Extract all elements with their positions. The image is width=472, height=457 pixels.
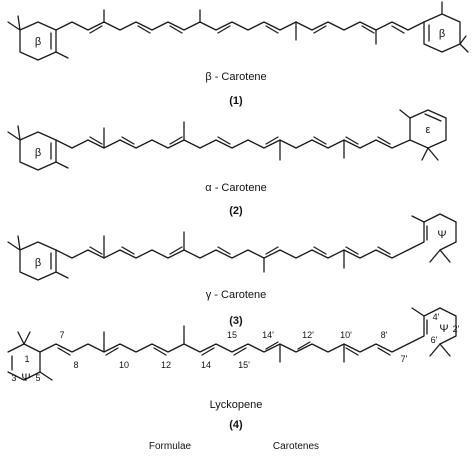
lycopene-atom-10-prime: 10': [340, 330, 352, 340]
lycopene-atom-4-prime: 4': [433, 312, 440, 322]
lycopene-atom-2-prime: 2': [453, 324, 460, 334]
gamma-carotene-number: (3): [229, 315, 243, 327]
lycopene-atom-7-prime: 7': [401, 354, 408, 364]
alpha-carotene-number: (2): [229, 205, 243, 217]
lycopene-atom-1: 1: [24, 354, 29, 364]
lycopene-atom-12-prime: 12': [302, 330, 314, 340]
lycopene-atom-15-prime: 15': [238, 360, 250, 370]
lycopene-atom-15: 15: [227, 330, 237, 340]
beta-carotene-number: (1): [229, 95, 243, 107]
lycopene-structure: [7, 307, 457, 381]
lycopene-name: Lyckopene: [210, 399, 263, 411]
lycopene-right-ring-label: Ψ: [439, 323, 448, 335]
lycopene-atom-3: 3: [11, 373, 16, 383]
footer-formulae: Formulae: [149, 441, 192, 452]
alpha-carotene-structure: [7, 109, 447, 171]
lycopene-left-ring-label: Ψ: [21, 372, 30, 384]
alpha-carotene-left-ring-label: β: [35, 147, 41, 159]
beta-carotene-structure: [7, 1, 469, 61]
alpha-carotene-right-ring-label: ε: [426, 124, 431, 136]
gamma-carotene-left-ring-label: β: [35, 257, 41, 269]
beta-carotene-name: β - Carotene: [205, 71, 266, 83]
lycopene-atom-14: 14: [201, 360, 211, 370]
lycopene-atom-10: 10: [119, 360, 129, 370]
gamma-carotene-structure: [7, 213, 457, 281]
lycopene-atom-5: 5: [35, 373, 40, 383]
alpha-carotene-name: α - Carotene: [205, 182, 266, 194]
lycopene-atom-12: 12: [161, 360, 171, 370]
beta-carotene-right-ring-label: β: [439, 28, 445, 40]
footer-carotenes: Carotenes: [273, 441, 319, 452]
lycopene-atom-8-prime: 8': [381, 330, 388, 340]
beta-carotene-left-ring-label: β: [35, 36, 41, 48]
gamma-carotene-name: γ - Carotene: [206, 289, 267, 301]
lycopene-atom-8: 8: [73, 360, 78, 370]
gamma-carotene-right-ring-label: Ψ: [437, 229, 446, 241]
lycopene-atom-6-prime: 6': [431, 335, 438, 345]
lycopene-atom-14-prime: 14': [262, 330, 274, 340]
lycopene-atom-7: 7: [59, 330, 64, 340]
lycopene-number: (4): [229, 419, 243, 431]
